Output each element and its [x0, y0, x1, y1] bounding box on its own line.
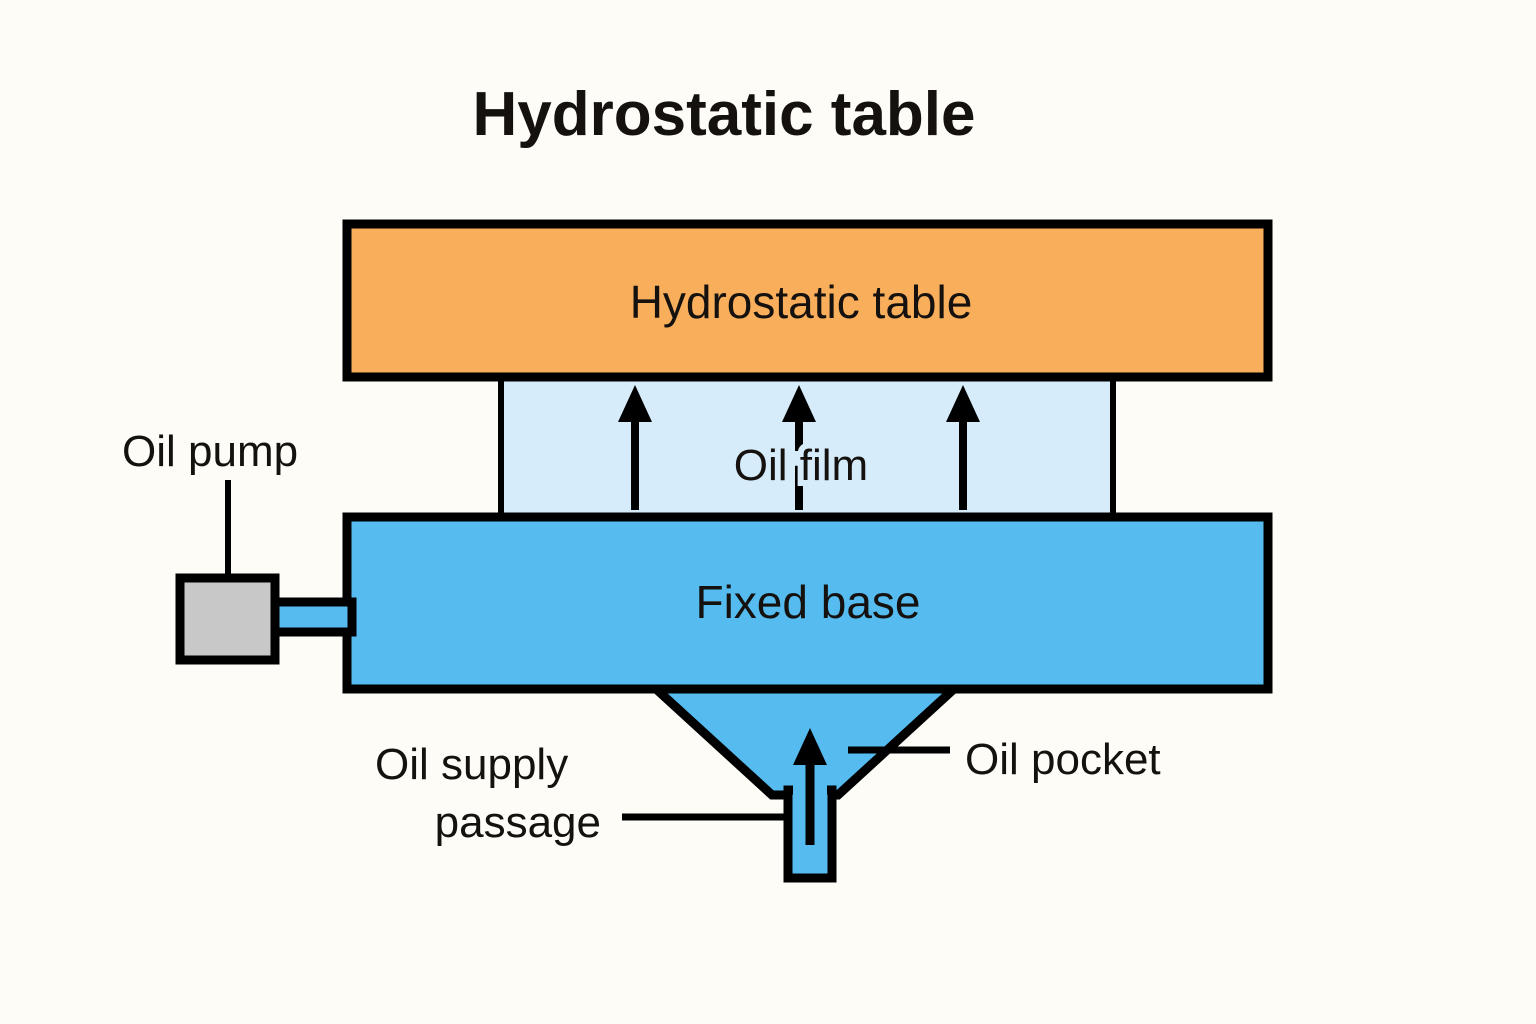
- oil-film-arrow-right: [946, 385, 980, 510]
- oil-pump-box: [175, 573, 280, 665]
- hydrostatic-table-block: [342, 219, 1273, 382]
- oil-film-arrow-left: [618, 385, 652, 510]
- oil-supply-passage-label-line2: passage: [435, 798, 601, 847]
- oil-film-arrow-center: [782, 385, 816, 510]
- oil-film-label: Oil film: [734, 441, 868, 490]
- oil-supply-flow-arrow: [793, 728, 827, 845]
- fixed-base-label: Fixed base: [695, 576, 920, 628]
- hydrostatic-table-block-label: Hydrostatic table: [630, 276, 973, 328]
- oil-film-flow-arrows: [618, 385, 980, 510]
- oil-pocket-label: Oil pocket: [965, 735, 1161, 784]
- fixed-base-block: [342, 512, 1273, 694]
- oil-supply-passage-label-line1: Oil supply: [375, 740, 568, 789]
- pump-supply-pipe: [263, 597, 357, 637]
- diagram-title: Hydrostatic table: [472, 80, 975, 149]
- oil-film-region: [498, 369, 1116, 523]
- oil-pump-label: Oil pump: [122, 427, 298, 476]
